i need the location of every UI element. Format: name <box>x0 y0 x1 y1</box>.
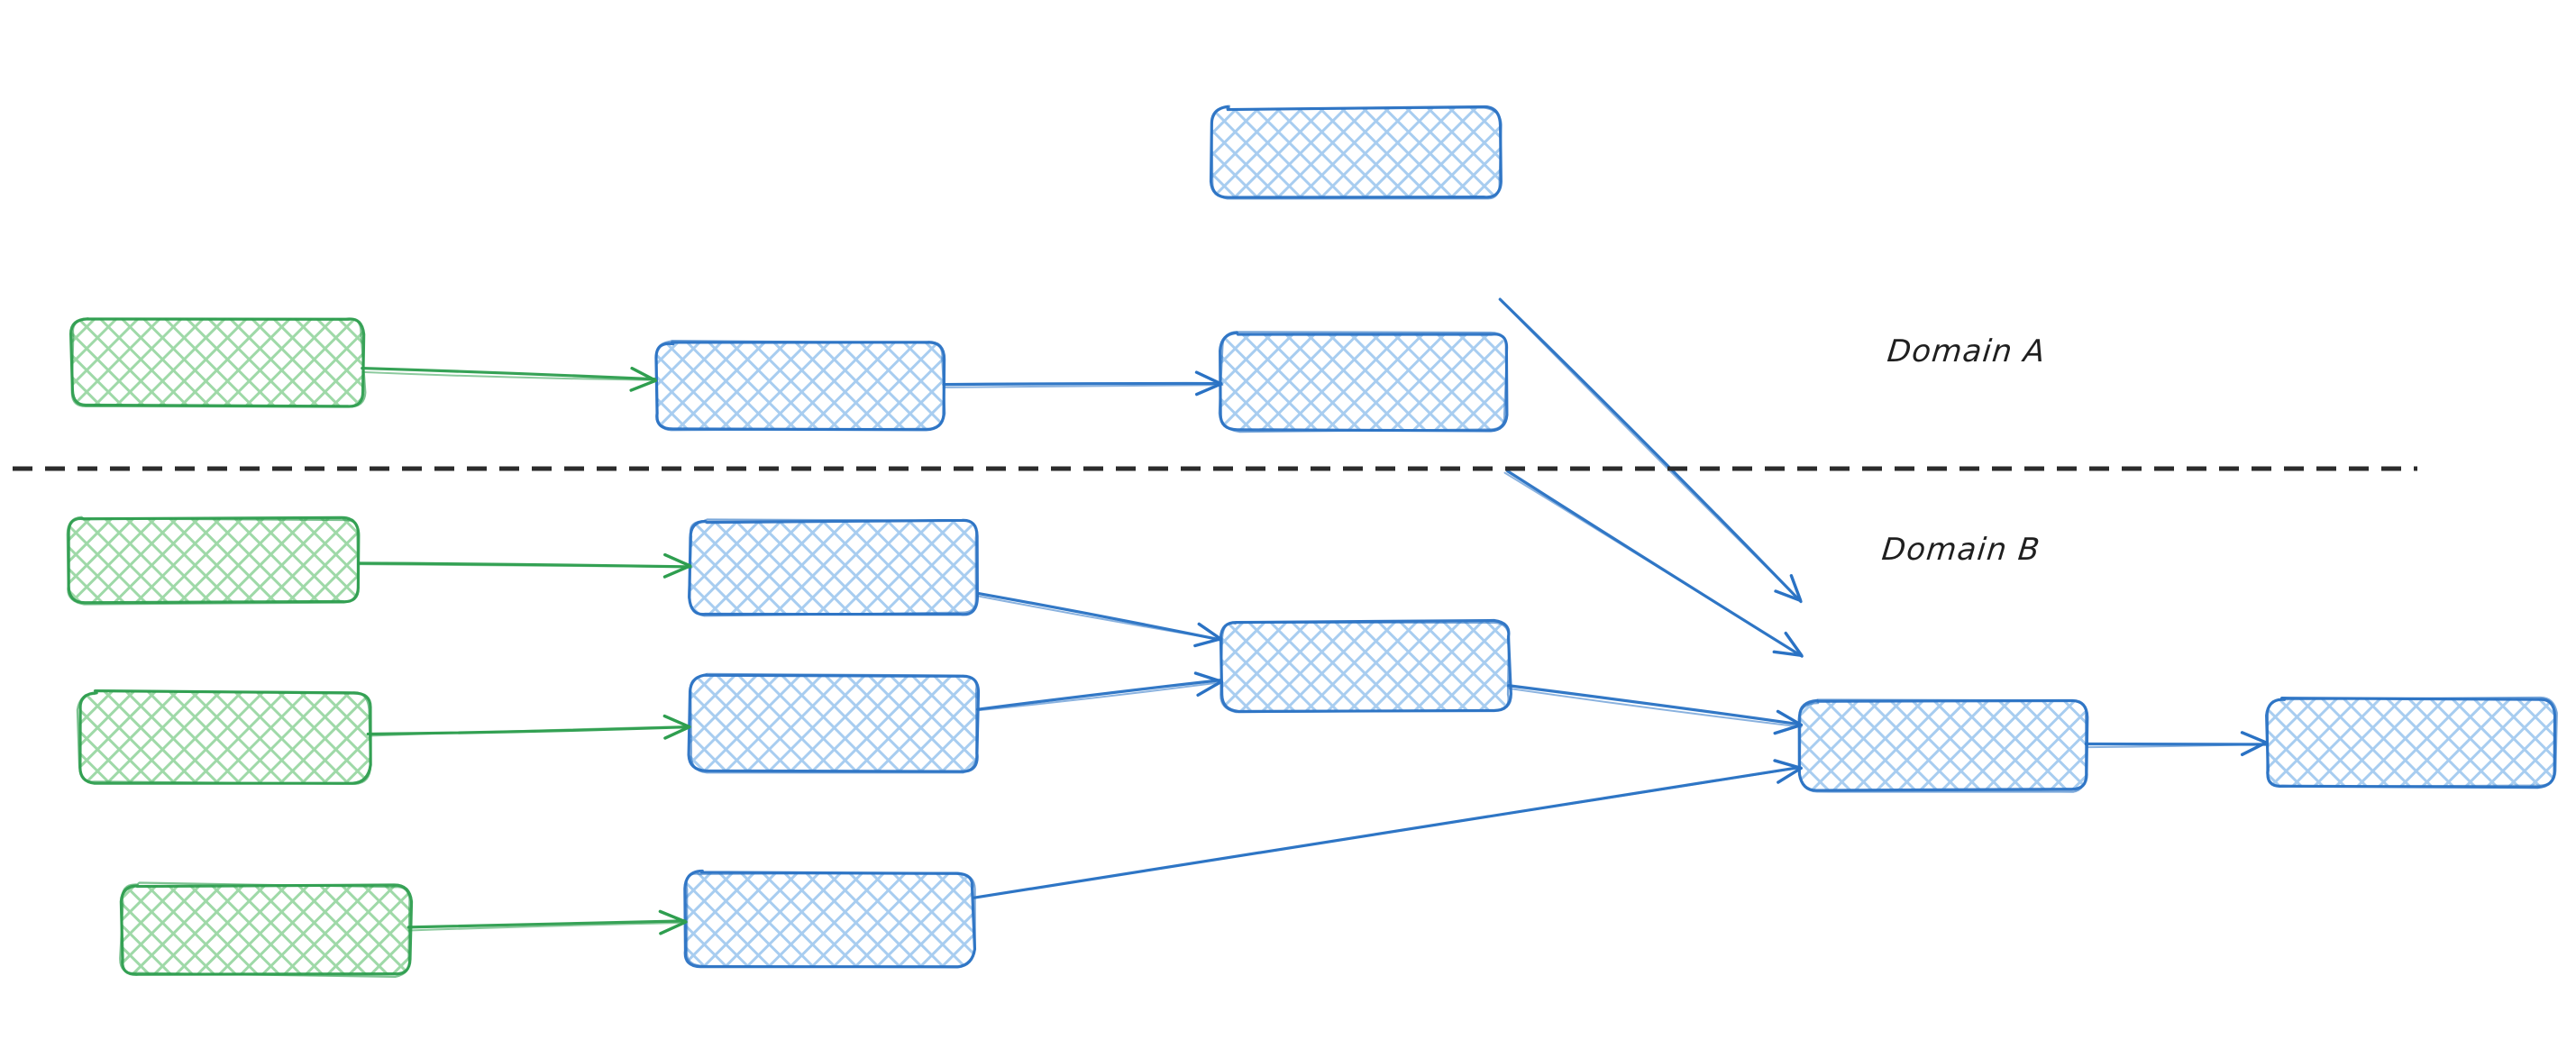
node-b-proc-1[interactable] <box>687 518 979 617</box>
edge-b-source-2-to-b-proc-2 <box>366 714 691 740</box>
edge-a-proc-top-to-b-collect <box>1498 297 1803 604</box>
edge-b-merge-to-b-collect <box>1507 684 1804 735</box>
edge-b-proc-3-to-b-collect <box>972 759 1803 899</box>
node-b-source-3[interactable] <box>119 881 414 978</box>
edge-a-proc-2-to-b-collect <box>1503 470 1804 658</box>
nodes-layer <box>66 105 2558 978</box>
node-b-merge[interactable] <box>1219 618 1512 714</box>
node-a-proc-2[interactable] <box>1218 331 1509 433</box>
node-b-proc-2[interactable] <box>687 672 981 774</box>
edge-a-source-1-to-a-proc-1 <box>361 366 658 392</box>
edges-layer <box>357 297 2269 935</box>
edge-a-proc-1-to-a-proc-2 <box>942 370 1224 397</box>
domain-b-label: Domain B <box>1879 532 2042 568</box>
edge-b-proc-1-to-b-merge <box>976 592 1222 648</box>
node-a-source-1[interactable] <box>69 317 367 408</box>
node-b-collect[interactable] <box>1797 698 2089 793</box>
edge-b-source-3-to-b-proc-3 <box>406 909 688 935</box>
node-a-proc-1[interactable] <box>654 339 946 432</box>
edge-b-proc-2-to-b-merge <box>975 671 1223 712</box>
domain-a-label: Domain A <box>1885 333 2048 369</box>
node-b-source-2[interactable] <box>76 689 372 785</box>
node-b-proc-3[interactable] <box>683 869 977 969</box>
node-b-final[interactable] <box>2265 696 2558 789</box>
edge-b-source-1-to-b-proc-1 <box>357 552 692 579</box>
node-b-source-1[interactable] <box>66 515 361 606</box>
edge-b-collect-to-b-final <box>2084 731 2269 757</box>
node-a-proc-top[interactable] <box>1209 105 1503 200</box>
